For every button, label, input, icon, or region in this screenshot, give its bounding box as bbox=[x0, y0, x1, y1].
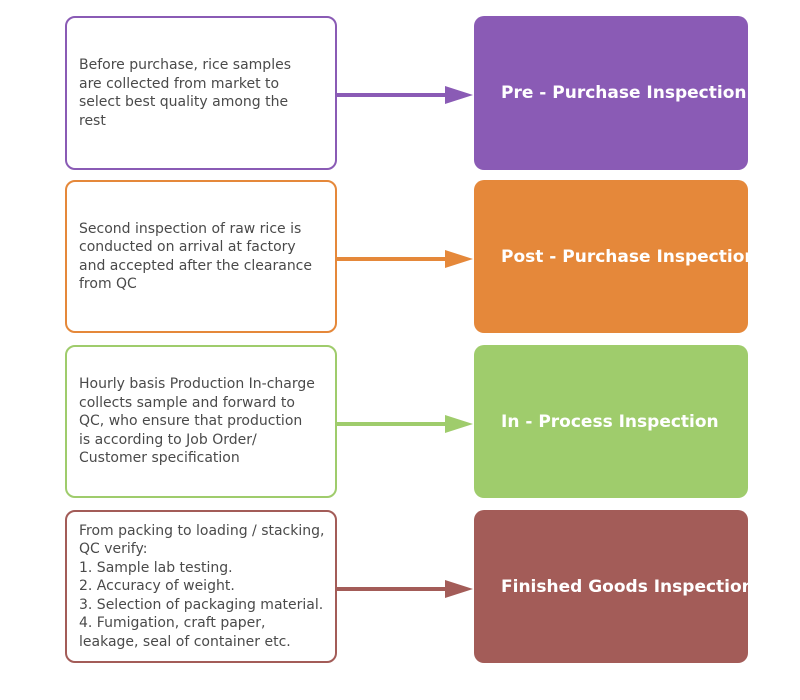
arrow-right-icon bbox=[337, 86, 473, 104]
description-line: leakage, seal of container etc. bbox=[79, 633, 291, 650]
arrow-right-icon bbox=[337, 579, 473, 598]
step-description-box: Hourly basis Production In-charge collec… bbox=[65, 345, 337, 498]
description-line: select best quality among the bbox=[79, 94, 289, 110]
step-description-box: Second inspection of raw rice is conduct… bbox=[65, 180, 337, 333]
description-line: collects sample and forward to bbox=[79, 394, 295, 411]
step-description-box: Before purchase, rice samples are collec… bbox=[65, 16, 337, 170]
step-row-post-purchase: Second inspection of raw rice is conduct… bbox=[0, 180, 800, 333]
stage-label: Pre - Purchase Inspection bbox=[501, 83, 747, 103]
step-description-box: From packing to loading / stacking, QC v… bbox=[65, 510, 337, 663]
description-text: Second inspection of raw rice is conduct… bbox=[79, 220, 325, 294]
stage-label: Finished Goods Inspection bbox=[501, 576, 754, 597]
description-line: 1. Sample lab testing. bbox=[79, 559, 233, 576]
arrow-right-icon bbox=[337, 414, 473, 433]
stage-box: Finished Goods Inspection bbox=[474, 510, 754, 663]
step-row-finished-goods: From packing to loading / stacking, QC v… bbox=[0, 510, 800, 663]
step-row-pre-purchase: Before purchase, rice samples are collec… bbox=[0, 16, 800, 170]
description-text: From packing to loading / stacking, QC v… bbox=[79, 522, 325, 652]
description-line: conducted on arrival at factory bbox=[79, 239, 296, 255]
description-line: rest bbox=[79, 112, 106, 129]
description-line: QC, who ensure that production bbox=[79, 413, 303, 430]
description-text: Before purchase, rice samples are collec… bbox=[79, 56, 325, 130]
description-line: 3. Selection of packaging material. bbox=[79, 596, 324, 613]
stage-label: In - Process Inspection bbox=[501, 411, 719, 432]
description-line: From packing to loading / stacking, bbox=[79, 522, 325, 539]
description-line: 4. Fumigation, craft paper, bbox=[79, 615, 266, 632]
stage-box: In - Process Inspection bbox=[474, 345, 748, 498]
description-line: Before purchase, rice samples bbox=[79, 57, 291, 73]
description-line: from QC bbox=[79, 276, 137, 292]
stage-box: Post - Purchase Inspection bbox=[474, 180, 757, 333]
description-line: Hourly basis Production In-charge bbox=[79, 376, 315, 393]
description-line: QC verify: bbox=[79, 541, 148, 558]
stage-box: Pre - Purchase Inspection bbox=[474, 16, 748, 170]
description-line: is according to Job Order/ bbox=[79, 431, 257, 448]
arrow-right-icon bbox=[337, 249, 473, 268]
description-line: Second inspection of raw rice is bbox=[79, 220, 302, 237]
description-line: Customer specification bbox=[79, 450, 240, 467]
stage-label: Post - Purchase Inspection bbox=[501, 246, 757, 267]
description-text: Hourly basis Production In-charge collec… bbox=[79, 375, 325, 468]
description-line: are collected from market to bbox=[79, 75, 280, 92]
description-line: 2. Accuracy of weight. bbox=[79, 578, 235, 595]
description-line: and accepted after the clearance bbox=[79, 257, 312, 274]
step-row-in-process: Hourly basis Production In-charge collec… bbox=[0, 345, 800, 498]
